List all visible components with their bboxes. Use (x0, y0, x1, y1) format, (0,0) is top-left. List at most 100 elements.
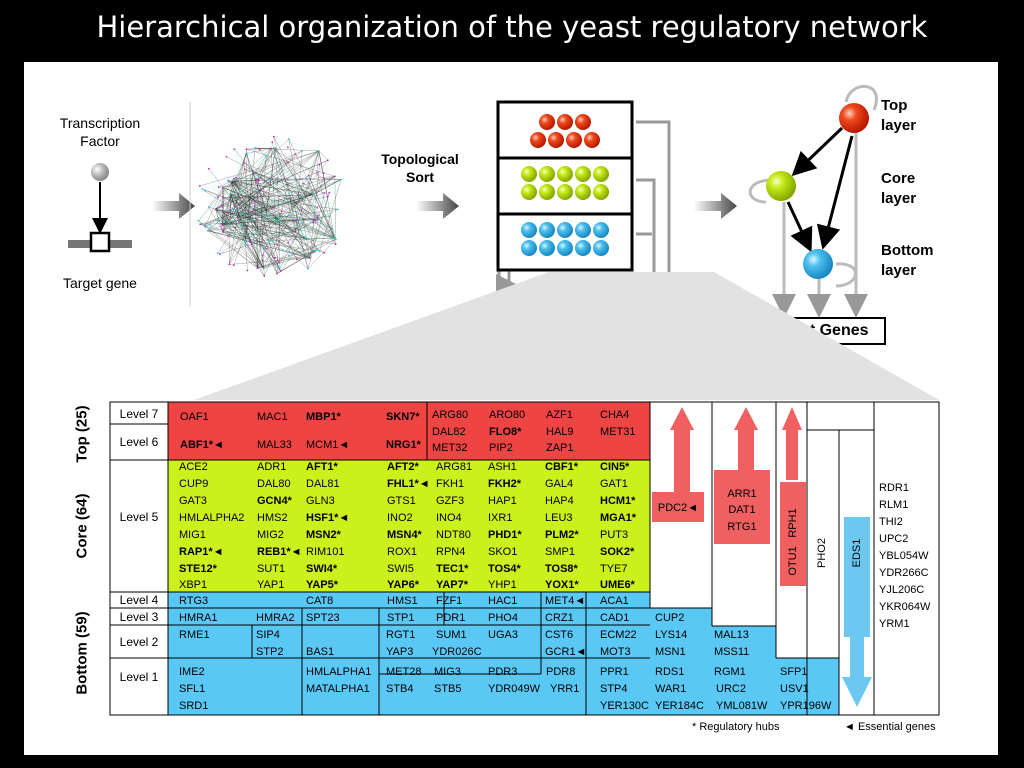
gene-cell: STE12* (179, 563, 218, 575)
stack-node (575, 114, 591, 130)
gene-cell: LEU3 (545, 512, 573, 524)
gene-cell: GLN3 (306, 495, 335, 507)
gene-cell: RAP1*◄ (179, 546, 224, 558)
gene-cell: PHD1* (488, 529, 522, 541)
gene-cell: GAL4 (545, 478, 573, 490)
stack-node (539, 114, 555, 130)
hierarchy-diagram (748, 85, 878, 318)
gene-cell: AFT1* (306, 461, 339, 473)
gene-cell: SKN7* (386, 411, 420, 423)
stack-node (575, 240, 591, 256)
gene-cell: CAT8 (306, 595, 333, 607)
gene-cell: PDR1 (436, 612, 465, 624)
blue-down-arrow (842, 517, 872, 707)
gene-cell: YAP6* (387, 579, 420, 591)
stack-node (575, 166, 591, 182)
gene-cell: HMS1 (387, 595, 418, 607)
eds1-label: EDS1 (851, 538, 863, 568)
arrow-icon (694, 193, 737, 219)
gene-cell: GZF3 (436, 495, 464, 507)
level-label: Level 5 (119, 510, 159, 524)
topological-sort-label: Topological Sort (381, 151, 459, 185)
gene-cell: LYS14 (655, 629, 687, 641)
gene-cell: URC2 (716, 683, 746, 695)
top-node (839, 103, 869, 133)
arr1-label: ARR1 (727, 488, 757, 500)
stack-node (521, 184, 537, 200)
stack-node (521, 166, 537, 182)
gene-cell: DAL82 (432, 426, 466, 438)
gene-cell: ARG80 (432, 409, 468, 421)
gene-cell: USV1 (780, 683, 809, 695)
level-label: Level 4 (119, 593, 159, 607)
gene-cell: HAL9 (546, 426, 574, 438)
gene-cell: SFP1 (780, 666, 808, 678)
right-list-item: THI2 (879, 516, 903, 528)
gene-cell: MSN4* (387, 529, 423, 541)
level-label: Level 6 (119, 435, 159, 449)
gene-cell: YRR1 (550, 683, 579, 695)
gene-cell: SUT1 (257, 563, 285, 575)
stack-node (539, 222, 555, 238)
gene-cell: FKH1 (436, 478, 464, 490)
gene-cell: MSN1 (655, 646, 686, 658)
gene-cell: FKH2* (488, 478, 522, 490)
gene-cell: ARO80 (489, 409, 525, 421)
gene-cell: SOK2* (600, 546, 635, 558)
gene-cell: ASH1 (488, 461, 517, 473)
gene-cell: MOT3 (600, 646, 631, 658)
gene-cell: ROX1 (387, 546, 417, 558)
core-region (168, 460, 650, 592)
gene-cell: HAC1 (488, 595, 517, 607)
network-hairball (197, 135, 342, 277)
gene-cell: BAS1 (306, 646, 334, 658)
gene-cell: PDR8 (546, 666, 575, 678)
gene-cell: MET32 (432, 442, 467, 454)
gene-cell: YAP1 (257, 579, 284, 591)
gene-cell: ARG81 (436, 461, 472, 473)
legend-essential: ◄ Essential genes (844, 721, 936, 733)
gene-cell: SUM1 (436, 629, 467, 641)
gene-cell: GTS1 (387, 495, 416, 507)
gene-cell: MET28 (386, 666, 421, 678)
gene-cell: SWI4* (306, 563, 338, 575)
gene-cell: NDT80 (436, 529, 471, 541)
level-label: Level 2 (119, 635, 159, 649)
gene-cell: YER184C (655, 700, 704, 712)
stack-node (575, 222, 591, 238)
gene-cell: HMLALPHA2 (179, 512, 244, 524)
gene-cell: SWI5 (387, 563, 414, 575)
schematic-graphics (68, 85, 878, 322)
tf-label: Transcription Factor (59, 115, 141, 149)
gene-cell: SRD1 (179, 700, 208, 712)
bottom-node (803, 249, 833, 279)
gene-cell: XBP1 (179, 579, 207, 591)
gene-cell: AFT2* (387, 461, 420, 473)
stack-node (539, 184, 555, 200)
gene-cell: CUP9 (179, 478, 208, 490)
gene-cell: PPR1 (600, 666, 629, 678)
gene-cell: SPT23 (306, 612, 340, 624)
right-list-item: YDR266C (879, 567, 929, 579)
rtg1-label: RTG1 (727, 521, 757, 533)
right-list-item: RLM1 (879, 499, 909, 511)
gene-cell: TEC1* (436, 563, 469, 575)
stack-node (521, 222, 537, 238)
gene-cell: SFL1 (179, 683, 205, 695)
gene-cell: HMRA1 (179, 612, 218, 624)
gene-cell: WAR1 (655, 683, 686, 695)
gene-cell: HAP1 (488, 495, 517, 507)
gene-cell: STB5 (434, 683, 462, 695)
gene-cell: RDS1 (655, 666, 684, 678)
gene-cell: GCN4* (257, 495, 293, 507)
section-label-top: Top (25) (73, 405, 91, 463)
right-list-item: UPC2 (879, 533, 909, 545)
gene-cell: MCM1◄ (306, 439, 349, 451)
stack-node (530, 132, 546, 148)
gene-cell: MSN2* (306, 529, 342, 541)
gene-cell: FLO8* (489, 426, 522, 438)
legend-hubs: * Regulatory hubs (692, 721, 780, 733)
right-list-item: RDR1 (879, 482, 909, 494)
gene-cell: MGA1* (600, 512, 637, 524)
gene-cell: ACE2 (179, 461, 208, 473)
